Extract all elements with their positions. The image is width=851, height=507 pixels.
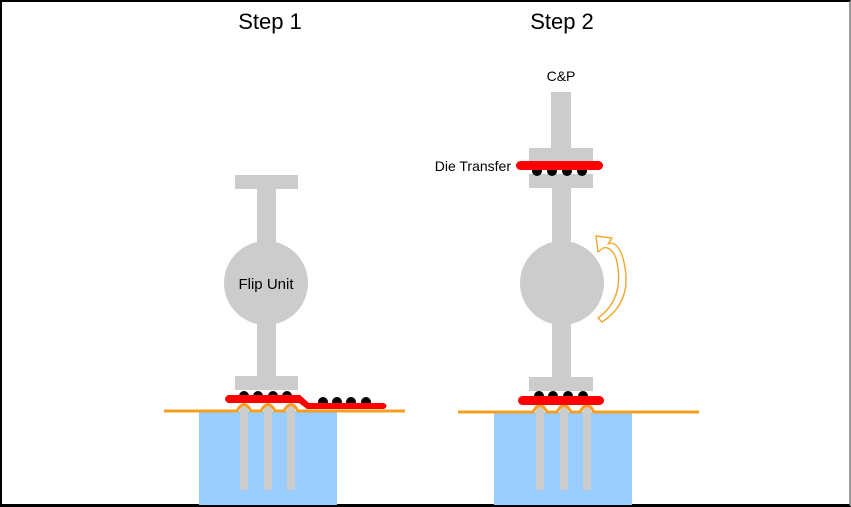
step2-needle-3 [583,406,591,490]
flip-unit-label: Flip Unit [238,276,294,293]
step1-flip-unit: Flip Unit [224,175,308,390]
step2-bottom-plate [529,377,593,391]
step1-lower-shaft [257,320,276,376]
cp-shaft [551,92,571,148]
step2-top-plate [529,174,593,188]
step2-needle-2 [560,406,568,490]
step2-lower-die [518,396,604,405]
step1-title: Step 1 [238,9,302,34]
step2-tape [458,406,699,413]
step2-cp-head [529,92,593,162]
cp-label: C&P [547,68,576,84]
step1-top-plate [235,175,298,189]
cp-plate [529,148,593,162]
step2-flip-unit [520,174,604,391]
step1-needle-2 [264,405,272,490]
step2-title: Step 2 [530,9,594,34]
step2-panel: Step 2 C&P Di [435,9,699,505]
step2-flip-hub [520,241,604,325]
step2-lower-shaft [552,320,571,377]
step1-panel: Step 1 Flip Unit [164,9,405,505]
step2-needle-1 [536,406,544,490]
die-transfer-label: Die Transfer [435,158,512,174]
step1-needle-1 [240,405,248,490]
step2-transferred-die [516,161,603,170]
step1-needle-3 [287,405,295,490]
step1-bottom-plate [235,376,298,390]
